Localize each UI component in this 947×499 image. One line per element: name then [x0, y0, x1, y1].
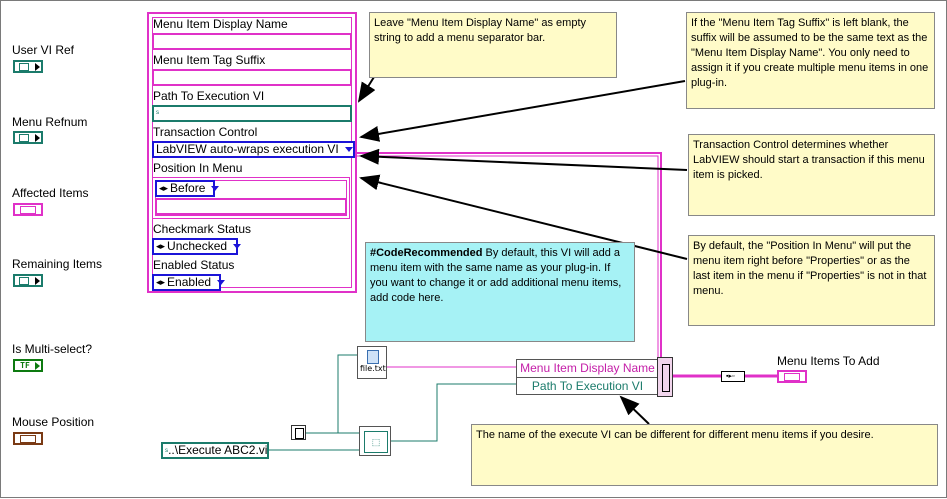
dropdown-arrow-icon — [233, 244, 242, 249]
menu-refnum-terminal[interactable] — [13, 131, 43, 144]
checkmark-value: Unchecked — [167, 239, 228, 253]
path-field[interactable]: ˢ — [152, 105, 352, 122]
array-icon — [19, 276, 29, 285]
enum-glyph: ◂▸ — [156, 277, 166, 287]
document-icon — [295, 428, 304, 439]
enabled-enum[interactable]: ◂▸Enabled — [152, 274, 226, 291]
note-execute-vi[interactable]: The name of the execute VI can be differ… — [471, 424, 938, 486]
note-transaction[interactable]: Transaction Control determines whether L… — [688, 134, 935, 216]
affected-items-label: Affected Items — [12, 186, 89, 200]
path-label: Path To Execution VI — [153, 89, 265, 103]
tag-suffix-field[interactable] — [152, 69, 352, 86]
transaction-value: LabVIEW auto-wraps execution VI — [156, 142, 339, 156]
note-tag-suffix[interactable]: If the "Menu Item Tag Suffix" is left bl… — [686, 12, 935, 109]
position-value: Before — [170, 181, 206, 195]
execute-vi-path-constant[interactable]: ˢ..\Execute ABC2.vi — [161, 442, 269, 459]
path-constant-value: ..\Execute ABC2.vi — [168, 443, 268, 457]
bundle-item-display-name[interactable]: Menu Item Display Name — [517, 360, 658, 378]
transaction-label: Transaction Control — [153, 125, 258, 139]
transaction-control-enum[interactable]: LabVIEW auto-wraps execution VI — [152, 141, 355, 158]
cluster-wire[interactable] — [357, 152, 662, 361]
position-enum[interactable]: ◂▸Before — [155, 180, 220, 197]
bundle-item-path[interactable]: Path To Execution VI — [531, 379, 644, 393]
dropdown-arrow-icon — [211, 186, 220, 191]
enum-glyph: ◂▸ — [156, 241, 166, 251]
bundle-icon — [662, 364, 670, 392]
position-item-field[interactable] — [155, 198, 347, 215]
mouse-position-terminal[interactable] — [13, 432, 43, 445]
menu-refnum-label: Menu Refnum — [12, 115, 88, 129]
path-icon: ˢ — [165, 446, 169, 456]
is-multi-select-terminal[interactable]: TF — [13, 359, 43, 372]
enabled-label: Enabled Status — [153, 258, 235, 272]
file-node-label: file.txt — [360, 364, 386, 373]
display-name-field[interactable] — [152, 33, 352, 50]
cluster-icon — [20, 434, 36, 443]
menu-items-to-add-label: Menu Items To Add — [777, 354, 880, 368]
display-name-label: Menu Item Display Name — [153, 17, 288, 31]
build-array-icon: ▪▸▫ — [726, 373, 735, 380]
checkmark-enum[interactable]: ◂▸Unchecked — [152, 238, 242, 255]
enabled-value: Enabled — [167, 275, 212, 289]
dropdown-arrow-icon — [217, 280, 226, 285]
plugin-name-subvi[interactable]: file.txt — [357, 346, 387, 379]
enum-glyph: ◂▸ — [159, 183, 169, 193]
remaining-items-label: Remaining Items — [12, 257, 103, 271]
dropdown-arrow-icon — [344, 147, 353, 152]
bundle-by-name-node[interactable]: Menu Item Display Name Path To Execution… — [516, 359, 659, 395]
file-icon — [367, 350, 379, 364]
build-array-node[interactable]: ▪▸▫ — [721, 371, 745, 382]
note-position[interactable]: By default, the "Position In Menu" will … — [688, 235, 935, 326]
note-empty-name[interactable]: Leave "Menu Item Display Name" as empty … — [369, 12, 617, 78]
vi-ref-property-node[interactable] — [291, 425, 306, 440]
affected-items-terminal[interactable] — [13, 203, 43, 216]
is-multi-select-label: Is Multi-select? — [12, 342, 93, 356]
menu-items-to-add-terminal[interactable] — [777, 370, 807, 383]
position-label: Position In Menu — [153, 161, 243, 175]
remaining-items-terminal[interactable] — [13, 274, 43, 287]
path-icon: ˢ — [156, 108, 160, 118]
code-recommended-text: By default, this VI will add a menu item… — [370, 247, 622, 304]
build-path-node[interactable]: ⬚ — [359, 426, 391, 456]
build-path-icon: ⬚ — [364, 431, 388, 453]
user-vi-ref-label: User VI Ref — [12, 43, 75, 57]
boolean-glyph: TF — [20, 361, 30, 370]
user-vi-ref-terminal[interactable] — [13, 60, 43, 73]
bundle-cluster-input[interactable] — [657, 357, 673, 397]
checkmark-label: Checkmark Status — [153, 222, 252, 236]
note-code-recommended[interactable]: #CodeRecommended By default, this VI wil… — [365, 242, 635, 342]
refnum-icon — [19, 133, 29, 142]
cluster-array-icon — [20, 205, 36, 214]
mouse-position-label: Mouse Position — [12, 415, 95, 429]
tag-suffix-label: Menu Item Tag Suffix — [153, 53, 266, 67]
cluster-array-icon — [784, 372, 800, 381]
code-recommended-tag: #CodeRecommended — [370, 247, 483, 259]
path-wires[interactable] — [269, 354, 517, 451]
refnum-icon — [19, 62, 29, 71]
